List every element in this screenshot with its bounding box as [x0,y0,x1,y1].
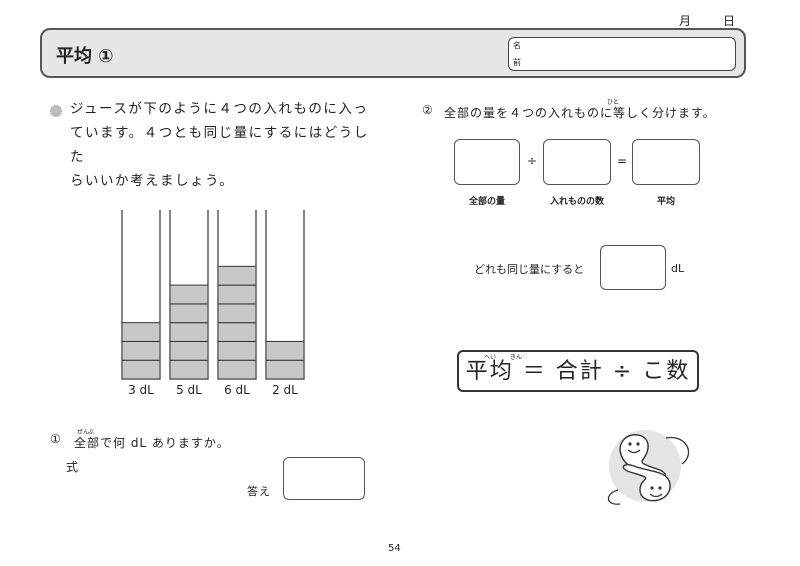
container-count-box[interactable] [543,139,611,185]
q1-ruby-right: ぶ [88,429,95,436]
juice-unit [121,340,161,361]
mascot-top-eye [636,442,640,446]
juice-unit [217,322,257,342]
mascot-tail [607,489,621,505]
same-amount-text: どれも同じ量にすると [474,263,585,276]
mascot-bottom-smile [649,493,663,498]
month-label: 月 [679,14,692,28]
juice-unit [217,284,257,305]
mascot-top-eye [628,442,632,446]
mascot-illustration [607,430,690,505]
day-label: 日 [723,14,736,28]
container-label: 6 dL [224,383,250,397]
intro-text: ジュースが下のように４つの入れものに入っ ています。４つとも同じ量にするにはどう… [70,97,380,193]
q1-answer-label: 答え [247,485,271,498]
q1-text: 全部で何 dL ありますか。 [74,436,230,450]
containers-chart: 3 dL 5 dL 6 dL 2 dL [121,210,305,397]
name-label-bottom: 前 [513,58,521,67]
juice-unit [217,265,257,286]
name-field[interactable]: 名 前 [508,37,736,71]
intro-line: ています。４つとも同じ量にするにはどうした [70,125,369,165]
container-label: 3 dL [128,383,154,397]
juice-unit [169,284,209,305]
juice-unit [121,322,161,342]
divide-sign: ÷ [527,154,538,168]
page-number: 54 [388,543,401,554]
juice-unit [265,340,305,361]
q2-number: ② [422,103,434,117]
juice-unit [169,322,209,342]
intro-line: らいいか考えましょう。 [70,173,235,189]
intro-line: ジュースが下のように４つの入れものに入っ [70,101,369,117]
juice-unit [217,303,257,324]
container-label: 5 dL [176,383,202,397]
formula-ruby-2: きん [510,354,523,361]
q2-text: 全部の量を４つの入れものに等しく分けます。 [444,106,716,120]
mascot-bottom-body [622,463,671,502]
q2-ruby: ひと [607,99,619,106]
average-formula: 平均 ＝ 合計 ÷ こ数 [457,350,699,392]
q1-answer-box[interactable] [283,457,365,500]
same-amount-box[interactable] [600,245,666,290]
page-title: 平均 ① [56,46,114,67]
equals-sign: = [617,154,628,168]
mascot-bottom-eye [650,486,654,490]
mascot-top-smile [627,449,641,454]
mascot-tail [665,436,690,465]
juice-unit [169,340,209,361]
average-label: 平均 [656,197,675,207]
same-amount-unit: dL [671,262,685,275]
juice-unit [217,340,257,361]
total-amount-box[interactable] [454,139,520,185]
juice-unit [217,359,257,380]
juice-unit [265,359,305,380]
q1-formula-label: 式 [66,460,80,474]
total-amount-label: 全部の量 [468,197,505,207]
average-box[interactable] [632,139,700,185]
container-count-label: 入れものの数 [549,197,604,207]
container-label: 2 dL [272,383,298,397]
bullet-icon [50,105,62,117]
juice-unit [169,303,209,324]
header-bar: 平均 ① 名 前 [40,28,746,78]
formula-ruby-1: へい [484,354,497,361]
name-label-top: 名 [513,41,521,50]
juice-unit [121,359,161,380]
q1-number: ① [50,432,62,446]
juice-unit [169,359,209,380]
q1-ruby-left: ぜん [77,429,90,436]
mascot-bottom-eye [658,486,662,490]
